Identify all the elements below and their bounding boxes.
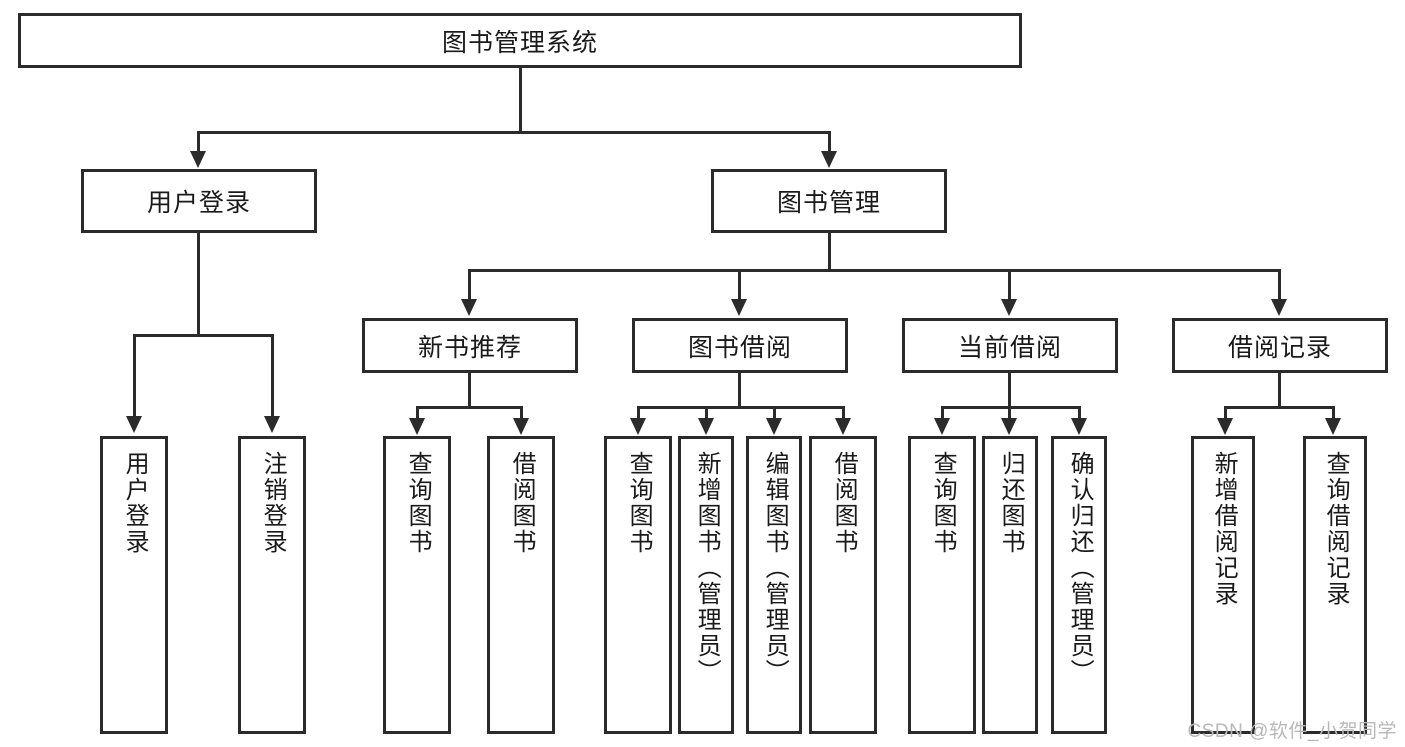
node-label: 图书管理系统 [441,28,598,57]
leaf-label: 新增借阅记录 [1210,451,1238,607]
connector-drop-borrow-record [1278,269,1281,301]
leaf-label: 归还图书 [997,451,1025,555]
node-root-book-management-system[interactable]: 图书管理系统 [18,13,1022,68]
connector-drop-user-login [197,131,200,153]
connector-drop-confirm-return [1078,406,1081,420]
connector-drop-leaf-user-login [133,334,136,418]
leaf-label: 用户登录 [121,451,149,555]
connector-drop-query-book-3 [941,406,944,420]
node-current-borrow[interactable]: 当前借阅 [902,318,1118,373]
leaf-label: 借阅图书 [830,451,858,555]
connector-book-management-stem [828,233,831,271]
node-label: 图书管理 [776,189,881,217]
connector-root-stem [519,68,522,133]
leaf-query-borrow-record[interactable]: 查询借阅记录 [1303,436,1367,734]
leaf-borrow-book-new-recommend[interactable]: 借阅图书 [487,436,555,734]
leaf-add-book-admin[interactable]: 新增图书（管理员） [678,436,734,734]
arrow-to-current-borrow [1001,299,1017,316]
connector-drop-new-book [468,269,471,301]
arrow-to-add-borrow-record [1217,418,1233,435]
connector-user-login-bus [133,334,273,337]
connector-drop-add-book [705,406,708,420]
arrow-to-add-book [698,418,714,435]
connector-level3-bus [468,269,1280,272]
connector-drop-query-book-1 [416,406,419,420]
connector-book-borrow-stem [738,373,741,408]
arrow-to-edit-book [766,418,782,435]
arrow-to-borrow-book-2 [835,418,851,435]
leaf-user-login[interactable]: 用户登录 [100,436,168,734]
leaf-query-book-current[interactable]: 查询图书 [908,436,976,734]
arrow-to-borrow-book-1 [513,418,529,435]
connector-drop-current-borrow [1008,269,1011,301]
leaf-label: 查询图书 [929,451,957,555]
arrow-to-leaf-logout [264,416,280,433]
node-label: 新书推荐 [417,333,522,362]
connector-borrow-record-stem [1278,373,1281,408]
leaf-label: 确认归还（管理员） [1066,451,1094,685]
node-new-book-recommend[interactable]: 新书推荐 [362,318,578,373]
arrow-to-user-login [190,151,206,168]
connector-drop-return-book [1008,406,1011,420]
node-book-management[interactable]: 图书管理 [711,169,947,233]
connector-drop-query-borrow-record [1332,406,1335,420]
connector-borrow-record-bus [1224,406,1334,409]
csdn-watermark: CSDN @软件_小贺同学 [1187,721,1397,742]
arrow-to-book-management [821,151,837,168]
connector-drop-edit-book [773,406,776,420]
leaf-add-borrow-record[interactable]: 新增借阅记录 [1191,436,1255,734]
leaf-query-book-new-recommend[interactable]: 查询图书 [383,436,451,734]
leaf-label: 新增图书（管理员） [693,451,721,685]
arrow-to-query-borrow-record [1325,418,1341,435]
connector-new-book-bus [416,406,522,409]
connector-drop-query-book-2 [637,406,640,420]
leaf-borrow-book[interactable]: 借阅图书 [809,436,877,734]
arrow-to-return-book [1001,418,1017,435]
connector-level2-bus [197,131,831,134]
leaf-label: 编辑图书（管理员） [761,451,789,685]
arrow-to-borrow-record [1271,299,1287,316]
arrow-to-query-book-2 [630,418,646,435]
leaf-return-book[interactable]: 归还图书 [982,436,1038,734]
leaf-label: 借阅图书 [508,451,536,555]
connector-drop-borrow-book-2 [842,406,845,420]
connector-drop-book-management [828,131,831,153]
node-user-login[interactable]: 用户登录 [81,169,317,233]
arrow-to-new-book-recommend [461,299,477,316]
arrow-to-query-book-3 [934,418,950,435]
leaf-label: 查询图书 [625,451,653,555]
connector-drop-add-borrow-record [1224,406,1227,420]
node-borrow-record[interactable]: 借阅记录 [1172,318,1388,373]
node-label: 借阅记录 [1227,333,1332,362]
connector-drop-borrow-book-1 [520,406,523,420]
arrow-to-confirm-return [1071,418,1087,435]
leaf-label: 查询图书 [404,451,432,555]
leaf-confirm-return-admin[interactable]: 确认归还（管理员） [1051,436,1107,734]
leaf-label: 注销登录 [259,451,287,555]
connector-drop-leaf-logout [271,334,274,418]
node-book-borrow[interactable]: 图书借阅 [632,318,848,373]
arrow-to-book-borrow [731,299,747,316]
connector-book-borrow-bus [637,406,845,409]
connector-current-borrow-bus [941,406,1081,409]
leaf-query-book-borrow[interactable]: 查询图书 [604,436,672,734]
node-label: 当前借阅 [957,333,1062,362]
node-label: 图书借阅 [687,333,792,362]
connector-current-borrow-stem [1008,373,1011,408]
arrow-to-leaf-user-login [126,416,142,433]
connector-new-book-stem [468,373,471,408]
leaf-edit-book-admin[interactable]: 编辑图书（管理员） [746,436,802,734]
arrow-to-query-book-1 [409,418,425,435]
leaf-logout[interactable]: 注销登录 [238,436,306,734]
leaf-label: 查询借阅记录 [1322,451,1350,607]
connector-drop-book-borrow [738,269,741,301]
connector-user-login-stem [197,233,200,336]
node-label: 用户登录 [146,189,251,217]
